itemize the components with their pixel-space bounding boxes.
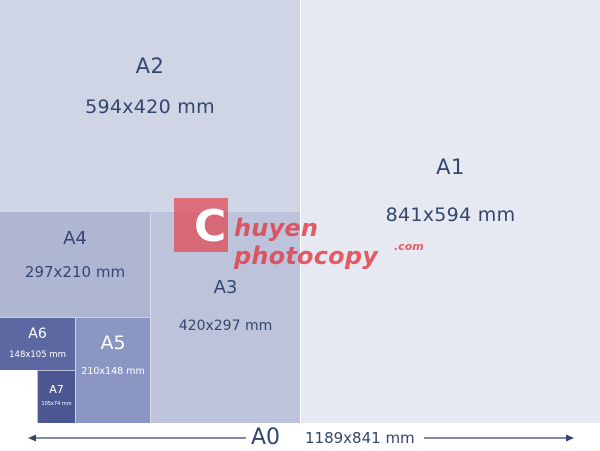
a4-dimensions: 297x210 mm: [24, 263, 126, 281]
a7-label: A7: [49, 383, 64, 396]
a6-dimensions: 148x105 mm: [9, 350, 66, 360]
a0-right-arrowhead-icon: [566, 434, 574, 442]
a8-region: [0, 370, 37, 423]
a5-region: A5 210x148 mm: [75, 317, 150, 423]
a3-dimensions: 420x297 mm: [178, 318, 273, 334]
watermark-logo: C huyen photocopy .com: [174, 198, 436, 270]
a2-region: A2 594x420 mm: [0, 0, 300, 211]
a0-arrow-lines: [28, 434, 574, 442]
a3-label: A3: [213, 277, 238, 298]
a7-region: A7 105x74 mm: [37, 370, 75, 423]
a0-dimension-axis: A0 1189x841 mm: [0, 423, 600, 451]
a2-label: A2: [135, 54, 165, 78]
watermark-text: huyen photocopy: [234, 214, 379, 270]
a4-region: A4 297x210 mm: [0, 211, 150, 317]
a0-dimensions: 1189x841 mm: [305, 429, 415, 447]
a1-region: A1 841x594 mm: [300, 0, 600, 423]
a2-dimensions: 594x420 mm: [85, 96, 215, 118]
a7-dimensions: 105x74 mm: [41, 401, 72, 407]
a6-label: A6: [28, 326, 47, 342]
a1-dimensions: 841x594 mm: [385, 204, 516, 226]
a1-label: A1: [436, 155, 465, 179]
watermark-logo-initial: C: [194, 201, 227, 252]
a5-label: A5: [100, 332, 126, 354]
a0-label: A0: [251, 425, 281, 450]
a6-region: A6 148x105 mm: [0, 317, 75, 370]
watermark-logo-square: [174, 198, 228, 252]
a5-dimensions: 210x148 mm: [81, 366, 145, 377]
a4-label: A4: [63, 228, 87, 249]
watermark-domain: .com: [394, 240, 424, 253]
a0-left-arrowhead-icon: [28, 434, 36, 442]
